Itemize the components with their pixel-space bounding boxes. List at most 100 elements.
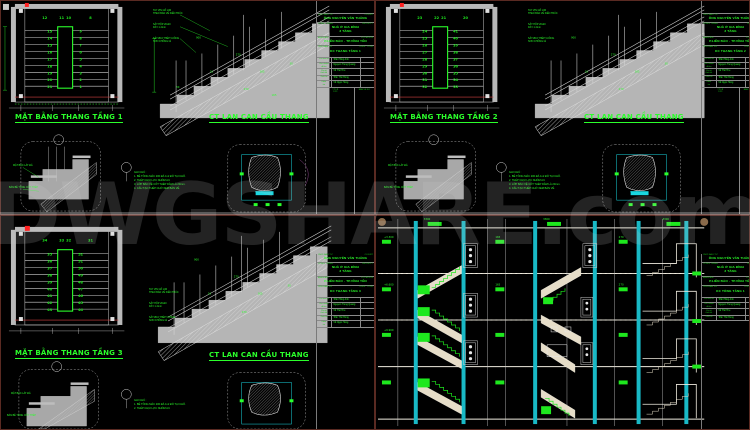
svg-text:165: 165 [495, 235, 500, 239]
svg-text:32: 32 [422, 85, 427, 89]
svg-text:19: 19 [47, 71, 52, 75]
tb-signature-row: Thiết kế Trần Thế Hùng [702, 75, 749, 81]
svg-text:20: 20 [47, 78, 52, 82]
tb-signature-row: Kiểm tra Vũ Ngọc Hùng [317, 320, 374, 328]
svg-text:10: 10 [208, 291, 212, 295]
svg-text:165: 165 [635, 69, 640, 73]
svg-text:3300: 3300 [543, 217, 550, 221]
svg-text:270: 270 [619, 235, 624, 239]
lead-note-handrail-3: SẮT Ø16 THÉP VUÔNG SƠN CHỐNG GỈ [153, 37, 180, 44]
label-base-detail-1: MẶT BẬC LÁT ĐÁ [13, 164, 33, 167]
caption-stair-plan-floor-1: MẶT BẰNG THANG TẦNG 1 [15, 113, 123, 123]
svg-text:21: 21 [47, 85, 52, 89]
lead-note-handrail-2: SẮT HỘP 20x20 DÀY 1.4mm [528, 23, 546, 30]
svg-text:3300: 3300 [662, 217, 669, 221]
svg-text:48: 48 [78, 280, 83, 284]
svg-text:165: 165 [272, 93, 277, 97]
svg-text:9: 9 [79, 30, 82, 34]
svg-text:1: 1 [79, 85, 82, 89]
svg-text:900: 900 [571, 36, 576, 40]
svg-text:40: 40 [47, 287, 52, 291]
svg-text:32: 32 [66, 239, 71, 243]
svg-text:40: 40 [453, 37, 458, 41]
svg-text:3300: 3300 [424, 217, 431, 221]
svg-text:46: 46 [78, 294, 83, 298]
label-base-detail-2: BẢN BÊ TÔNG CỐT THÉP [384, 186, 413, 189]
label-base-detail-1: MẶT BẬC LÁT ĐÁ [11, 392, 31, 395]
svg-text:50: 50 [78, 267, 83, 271]
caption-stair-plan-floor-3: MẶT BẰNG THANG TẦNG 3 [15, 349, 123, 359]
svg-text:52: 52 [78, 253, 83, 257]
lead-note-handrail-2: SẮT HỘP 20x20 DÀY 1.4mm [153, 23, 171, 30]
svg-text:34: 34 [453, 78, 458, 82]
svg-text:30: 30 [664, 61, 668, 65]
label-base-detail-2: BẢN BÊ TÔNG CỐT THÉP [9, 186, 38, 189]
svg-text:18: 18 [47, 64, 52, 68]
svg-text:+3.300: +3.300 [384, 235, 394, 239]
svg-text:41: 41 [453, 30, 458, 34]
tb-signature-row: Chủ trì thiết kế Vũ Thế Thu [702, 69, 749, 76]
tb-footer: TỶ LỆ 1/25 BẢN VẼ SỐ [702, 87, 749, 214]
svg-text:26: 26 [422, 44, 427, 48]
svg-text:11: 11 [59, 16, 64, 20]
svg-text:30: 30 [422, 71, 427, 75]
svg-text:30: 30 [176, 85, 180, 89]
lead-note-handrail-2: SẮT HỘP 20x20 DÀY 1.4mm [149, 302, 167, 309]
svg-text:42: 42 [47, 301, 52, 305]
svg-text:270: 270 [242, 310, 247, 314]
svg-text:16: 16 [47, 51, 52, 55]
svg-text:+6.600: +6.600 [384, 282, 394, 286]
svg-text:3: 3 [79, 71, 82, 75]
svg-text:27: 27 [422, 51, 427, 55]
svg-text:22: 22 [434, 16, 439, 20]
tb-signature-row: Chủ nhiệm đồ án Nguyễn Trung Quang [702, 62, 749, 70]
svg-text:29: 29 [422, 64, 427, 68]
svg-text:30: 30 [289, 61, 293, 65]
label-base-detail-1: MẶT BẬC LÁT ĐÁ [388, 164, 408, 167]
svg-text:28: 28 [422, 57, 427, 61]
lead-note-handrail-3: SẮT Ø16 THÉP VUÔNG SƠN CHỐNG GỈ [149, 316, 176, 323]
notes-block-floor-2: GHI CHÚ :1. BÊ TÔNG MÁC 200 ĐÁ 1x2 ĐỔ TẠ… [509, 171, 561, 191]
svg-text:165: 165 [258, 291, 263, 295]
svg-text:38: 38 [47, 273, 52, 277]
tb-signature-row: Chủ đầu tư Trần Hồng Anh [702, 57, 749, 63]
svg-text:41: 41 [47, 294, 52, 298]
lead-note-handrail-3: SẮT Ø16 THÉP VUÔNG SƠN CHỐNG GỈ [528, 37, 555, 44]
svg-text:17: 17 [47, 57, 52, 61]
svg-text:49: 49 [78, 273, 83, 277]
svg-text:165: 165 [260, 69, 265, 73]
tb-signature-row: Thiết kế Trần Thế Hùng [702, 315, 749, 321]
svg-text:30: 30 [287, 283, 291, 287]
label-handrail-detail: TAY VỊN [630, 191, 639, 194]
svg-text:12: 12 [42, 16, 47, 20]
lead-note-handrail-1: TAY VỊN GỖ LIM THEO BẢN VẼ KIẾN TRÚC [153, 9, 183, 16]
svg-text:39: 39 [47, 280, 52, 284]
svg-text:13: 13 [47, 30, 52, 34]
notes-block-floor-1: GHI CHÚ :1. BÊ TÔNG MÁC 200 ĐÁ 1x2 ĐỔ TẠ… [134, 171, 186, 191]
svg-text:44: 44 [78, 308, 83, 312]
svg-text:900: 900 [194, 258, 199, 262]
svg-text:+9.900: +9.900 [384, 328, 394, 332]
svg-text:8: 8 [89, 16, 92, 20]
svg-text:7: 7 [79, 44, 82, 48]
svg-text:33: 33 [453, 85, 458, 89]
tb-signature-row: Chủ nhiệm đồ án Nguyễn Trung Quang [317, 302, 374, 310]
svg-text:10: 10 [210, 69, 214, 73]
